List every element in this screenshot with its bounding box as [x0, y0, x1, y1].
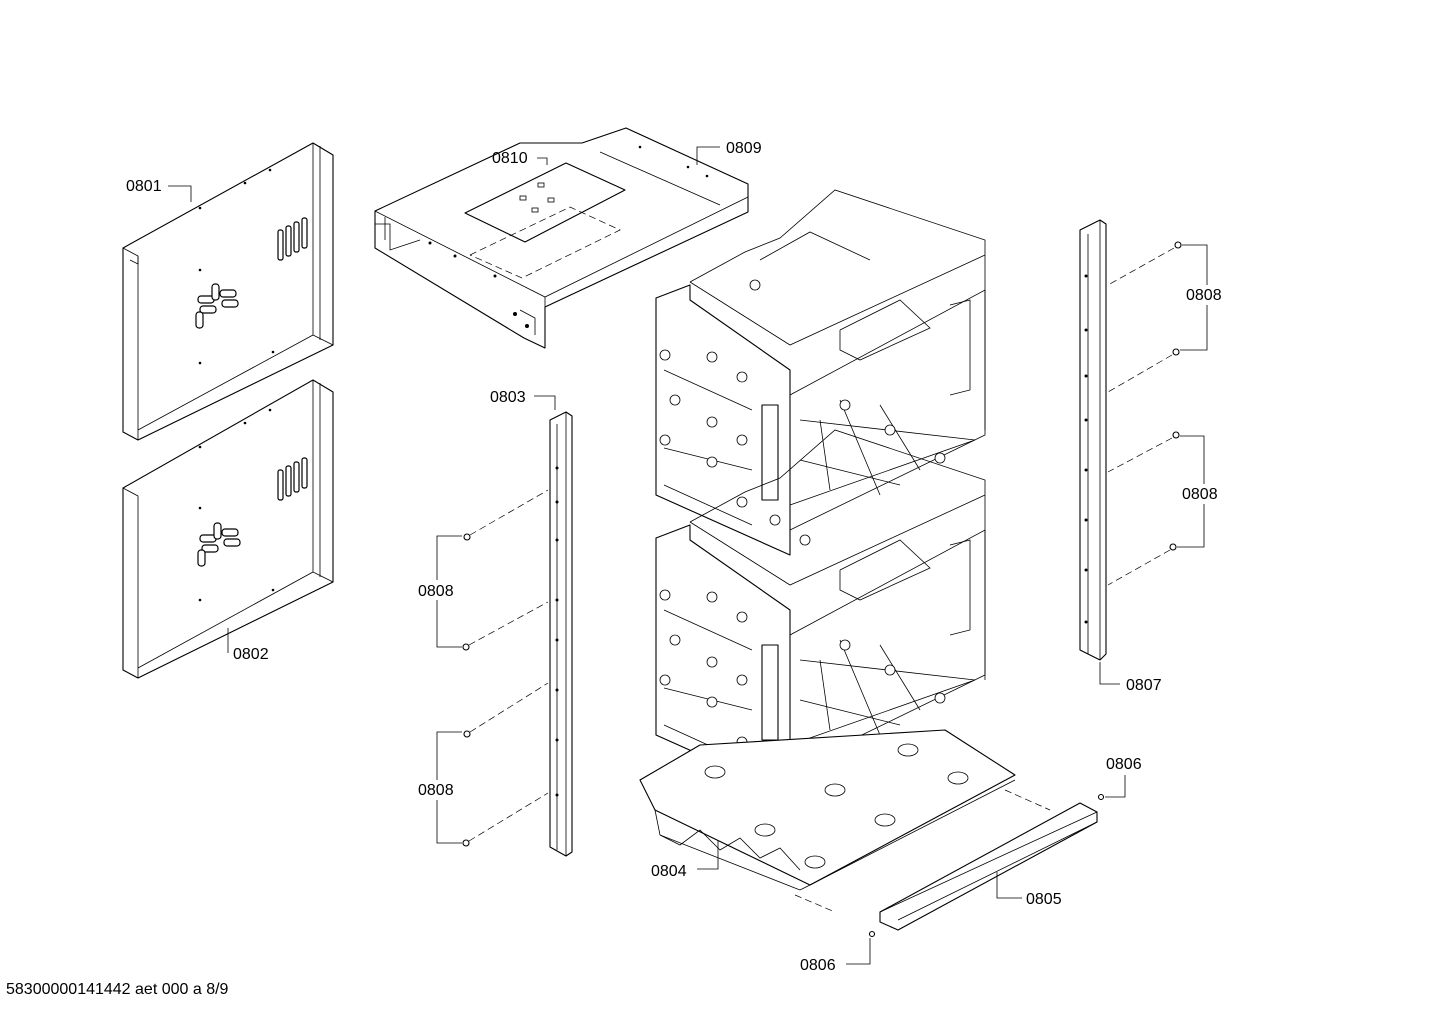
callout-labels: 0801 0802 0803 0804 0805 0806 0806 0807 …: [126, 140, 1222, 974]
document-code: 58300000141442 aet 000 a 8/9: [6, 981, 229, 998]
callout-0807: 0807: [1126, 677, 1162, 694]
screws-left: [462, 489, 549, 847]
vent-slots-upper: [277, 217, 308, 261]
base-tray-0804: [639, 729, 1051, 913]
side-panel-lower-0802: [122, 379, 334, 679]
callout-0806-bottom: 0806: [800, 957, 836, 974]
oven-frame: [655, 189, 986, 796]
callout-0808-right-upper: 0808: [1186, 287, 1222, 304]
vent-cluster-lower: [197, 522, 241, 567]
vent-slots-lower: [277, 457, 308, 501]
vertical-rail-0803: [549, 411, 573, 857]
vent-cluster-upper: [195, 283, 239, 329]
callout-0809: 0809: [726, 140, 762, 157]
callout-0806-top: 0806: [1106, 756, 1142, 773]
insulation-plate-0810: [464, 162, 626, 279]
side-panel-upper-0801: [122, 142, 334, 441]
screws-0806: [868, 793, 1105, 938]
callout-0801: 0801: [126, 178, 162, 195]
top-cover-0809: [374, 127, 749, 349]
callout-0803: 0803: [490, 389, 526, 406]
callout-0805: 0805: [1026, 891, 1062, 908]
callout-0808-right-lower: 0808: [1182, 486, 1218, 503]
vertical-rail-0807: [1079, 219, 1107, 661]
screws-right: [1107, 241, 1182, 586]
callout-0804: 0804: [651, 863, 687, 880]
callout-0808-left-upper: 0808: [418, 583, 454, 600]
front-strip-0805: [879, 802, 1098, 931]
callout-0808-left-lower: 0808: [418, 782, 454, 799]
callout-0810: 0810: [492, 150, 528, 167]
leader-lines: [168, 146, 1208, 965]
callout-0802: 0802: [233, 646, 269, 663]
